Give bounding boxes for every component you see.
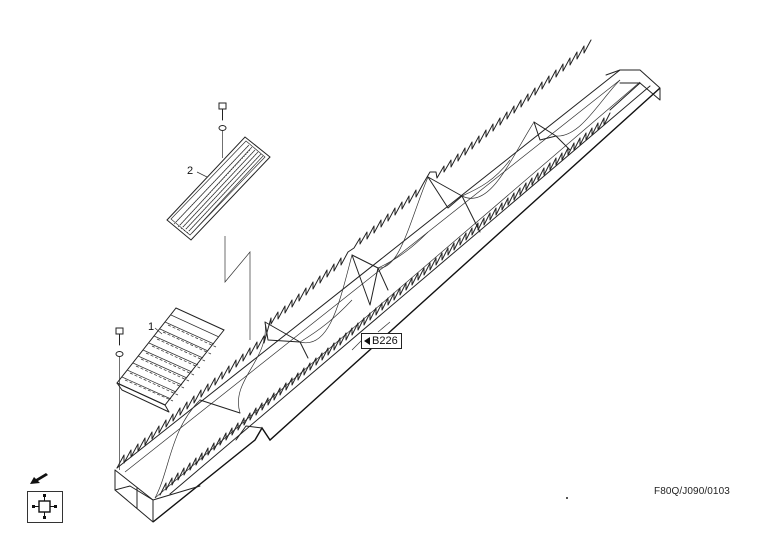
- part-1-slat-plate[interactable]: [116, 307, 225, 413]
- callout-number-1[interactable]: 1: [148, 321, 155, 333]
- fastener-bolt-2[interactable]: [218, 102, 227, 158]
- view-orientation-box[interactable]: [27, 491, 63, 523]
- conveyor-body: [114, 39, 661, 523]
- part-2-grating-plate[interactable]: [166, 136, 271, 241]
- reference-tag[interactable]: B226: [361, 333, 402, 349]
- speck: [566, 497, 568, 499]
- square-with-handles-icon: [32, 494, 57, 519]
- drawing-code: F80Q/J090/0103: [654, 486, 730, 497]
- left-arrow-icon: [364, 337, 370, 345]
- callout-leader-1: [154, 327, 163, 335]
- ref-leader: [351, 339, 363, 351]
- reference-tag-label: B226: [372, 335, 398, 347]
- view-direction-arrow-icon: [30, 473, 48, 484]
- callout-number-2[interactable]: 2: [187, 165, 194, 177]
- fastener-bolt-1[interactable]: [115, 327, 124, 470]
- callout-leader-2: [196, 171, 208, 178]
- leader-line-2: [224, 236, 251, 340]
- ref-leader: [377, 321, 391, 333]
